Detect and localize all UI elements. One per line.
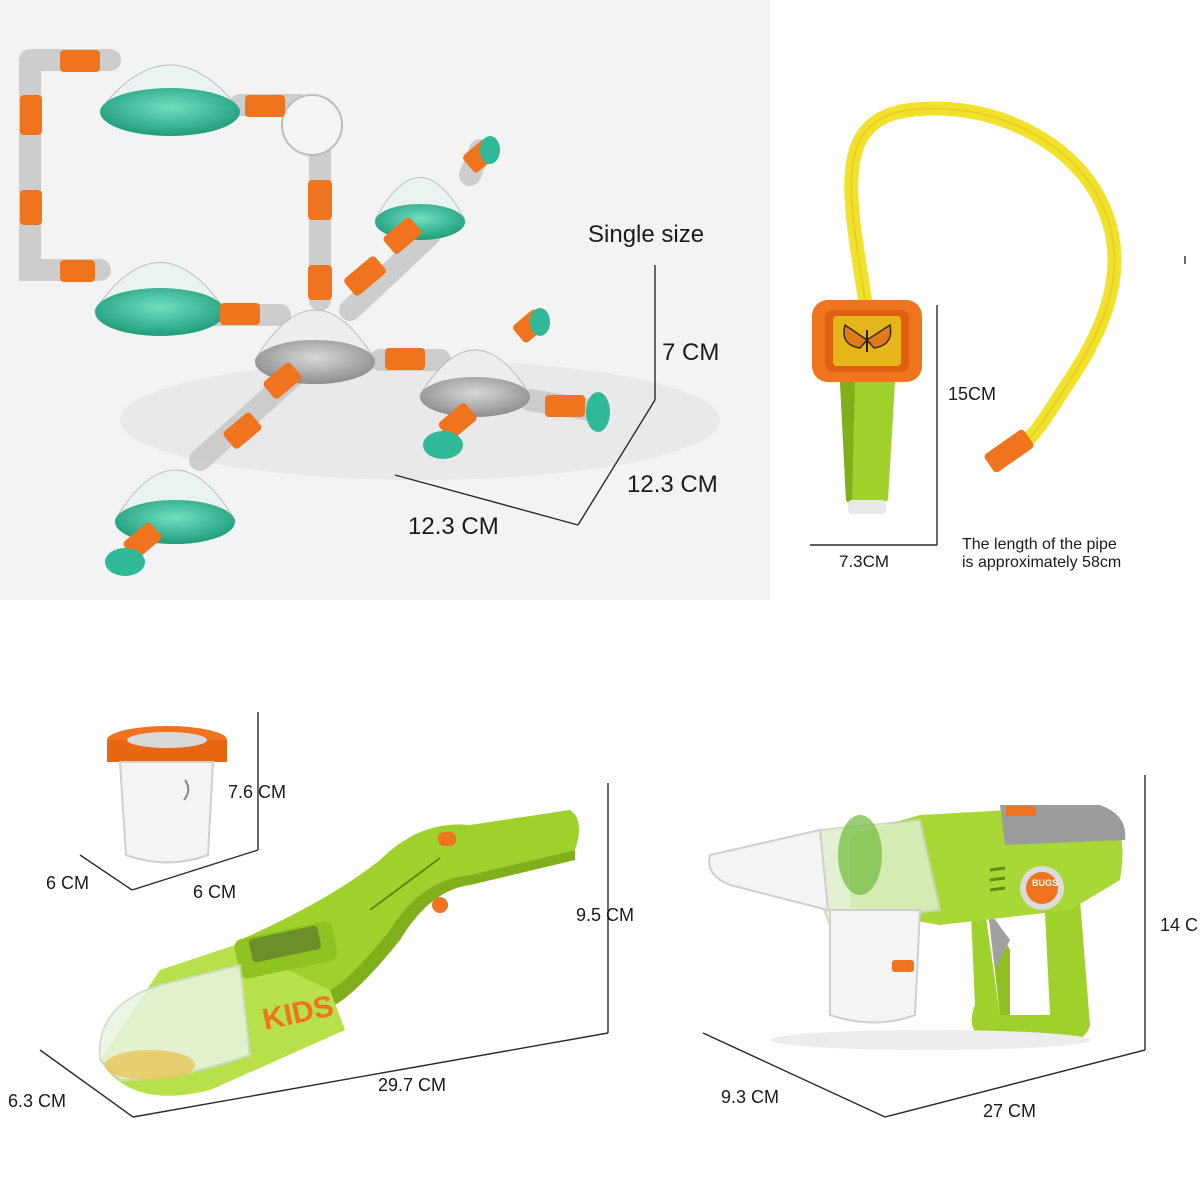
scope-panel: 15CM 7.3CM The length of the pipe is app… [770, 0, 1200, 600]
scope-dimension-lines [810, 305, 938, 546]
scooper-height-label: 9.5 CM [576, 905, 635, 925]
habitat-height-label: 7 CM [662, 339, 720, 366]
jar-panel: 7.6 CM 6 CM 6 CM [0, 700, 320, 920]
vacuum-length-label: 27 CM [983, 1101, 1037, 1121]
jar-width-label: 6 CM [193, 882, 237, 902]
jar-illustration [79, 712, 259, 891]
scope-illustration [810, 101, 1186, 546]
vacuum-dimension-lines [702, 775, 1146, 1118]
scooper-depth-label: 6.3 CM [8, 1091, 67, 1111]
scope-height-label: 15CM [948, 384, 997, 404]
scope-pipe-note-line1: The length of the pipe [962, 536, 1117, 553]
jar-dimension-lines [79, 712, 259, 891]
vacuum-illustration: BUGS [702, 775, 1146, 1118]
scooper-length-label: 29.7 CM [378, 1075, 447, 1095]
scooper-dimension-lines [39, 783, 609, 1118]
jar-height-label: 7.6 CM [228, 782, 287, 802]
habitat-caps [105, 136, 610, 576]
vacuum-height-label: 14 C [1160, 915, 1199, 935]
scope-width-label: 7.3CM [839, 552, 890, 571]
habitat-illustration [19, 49, 720, 576]
habitat-depth-label: 12.3 CM [627, 471, 718, 498]
vacuum-depth-label: 9.3 CM [721, 1087, 780, 1107]
vacuum-panel: BUGS 14 C 9.3 CM 27 CM [670, 760, 1200, 1130]
habitat-width-label: 12.3 CM [408, 513, 499, 540]
jar-depth-label: 6 CM [46, 873, 90, 893]
habitat-panel: Single size 7 CM 12.3 CM 12.3 CM [0, 0, 770, 600]
scooper-panel: KIDS 9.5 CM 6.3 CM 29.7 CM [0, 780, 660, 1120]
vacuum-badge: BUGS [1032, 878, 1058, 888]
habitat-single-size-label: Single size [588, 221, 705, 248]
butterfly-icon [843, 323, 892, 352]
scooper-illustration: KIDS [39, 783, 609, 1118]
habitat-dimension-lines [394, 265, 656, 526]
scope-device [812, 300, 922, 514]
scope-pipe-note-line2: is approximately 58cm [962, 554, 1122, 571]
scope-pipe-tip [984, 429, 1034, 473]
